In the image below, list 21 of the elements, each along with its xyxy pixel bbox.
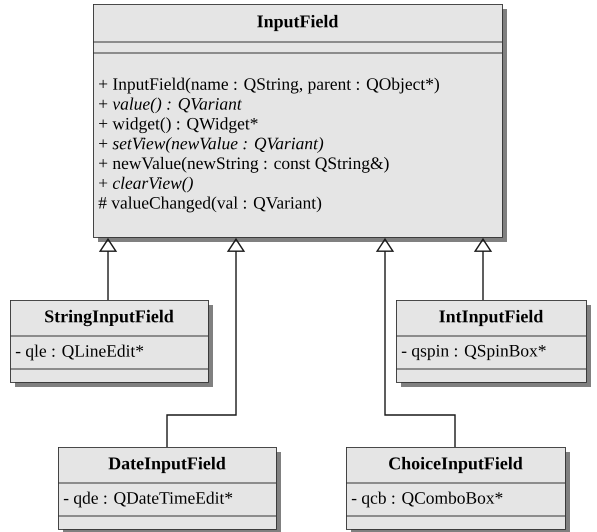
- attribute: - qspin : QSpinBox*: [402, 344, 546, 360]
- operation: + clearView(): [99, 176, 193, 192]
- class-box: [10, 300, 213, 387]
- class-box: [58, 447, 281, 532]
- class-name: IntInputField: [439, 310, 544, 326]
- operation: + InputField(name : QString, parent : QObject*): [99, 78, 439, 94]
- class-box: [346, 447, 570, 532]
- attribute: - qde : QDateTimeEdit*: [64, 492, 232, 508]
- attribute: - qle : QLineEdit*: [16, 344, 144, 360]
- attribute: - qcb : QComboBox*: [352, 492, 502, 508]
- operation: + newValue(newString : const QString&): [99, 156, 389, 173]
- operation: + setView(newValue : QVariant): [99, 137, 324, 153]
- class-name: StringInputField: [45, 310, 174, 326]
- class-name: DateInputField: [108, 456, 226, 474]
- class-box: [396, 300, 591, 387]
- operation: # valueChanged(val : QVariant): [98, 196, 322, 212]
- class-name: ChoiceInputField: [389, 456, 523, 474]
- class-name: InputField: [257, 14, 338, 32]
- operation: + value() : QVariant: [99, 98, 242, 114]
- operation: + widget() : QWidget*: [99, 117, 258, 134]
- class-box: [92, 4, 507, 242]
